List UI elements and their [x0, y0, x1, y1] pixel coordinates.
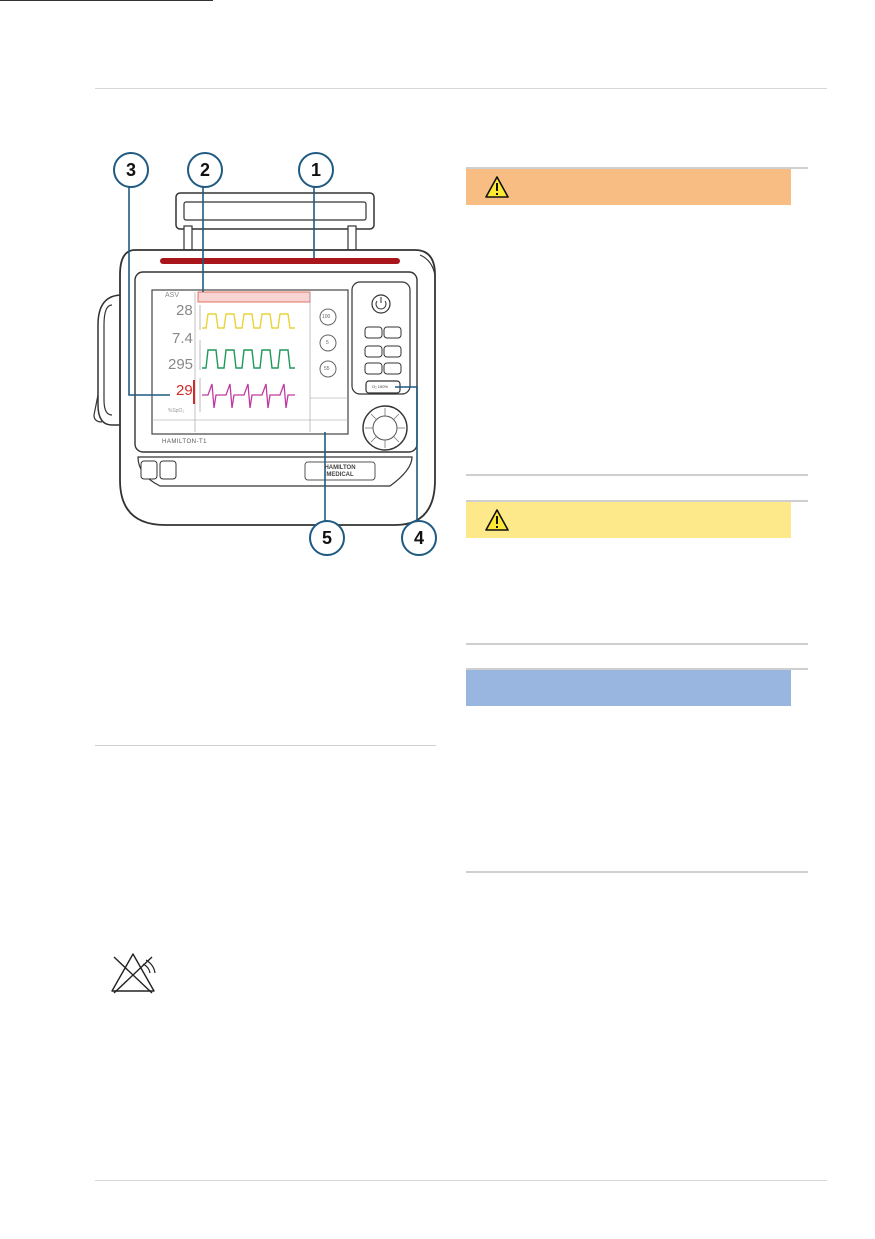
- spo2-label: %SpO₂: [168, 408, 185, 414]
- alarm-silence-icon: [111, 953, 156, 994]
- screen-value-1: 28: [176, 302, 193, 319]
- callout-3: 3: [113, 152, 149, 188]
- screen-value-4-alarm: 29: [176, 382, 193, 399]
- warning-triangle-icon: [485, 509, 509, 531]
- screen-value-3: 295: [168, 356, 194, 373]
- footnote-rule: [0, 0, 213, 1]
- section-divider: [95, 745, 436, 746]
- footer-rule: [95, 1180, 827, 1181]
- manufacturer-logo: HAMILTON MEDICAL: [324, 465, 356, 478]
- note-box: [466, 668, 808, 873]
- ventilation-mode-label: ASV: [165, 292, 180, 299]
- warning-banner: [466, 169, 791, 205]
- screen-value-2: 7.4: [172, 330, 193, 347]
- callout-5: 5: [309, 520, 345, 556]
- dial-value-1: 100: [322, 314, 331, 320]
- alarm-lamp: [160, 258, 400, 264]
- note-banner: [466, 670, 791, 706]
- callout-2: 2: [187, 152, 223, 188]
- o2-enrichment-button-label: O₂ 100%: [372, 384, 389, 389]
- dial-value-2: 5: [326, 340, 329, 346]
- caution-box: [466, 500, 808, 645]
- ventilator-illustration: [93, 185, 436, 526]
- dial-value-3: 55: [324, 366, 330, 372]
- warning-triangle-icon: [485, 176, 509, 198]
- warning-box: [466, 167, 808, 476]
- ventilator-figure: ASV 28 7.4 295 29 %SpO₂ 100 5 55 O₂ 100%…: [90, 150, 450, 560]
- header-rule: [95, 88, 827, 89]
- caution-banner: [466, 502, 791, 538]
- device-brand-label: HAMILTON-T1: [162, 439, 207, 445]
- callout-1: 1: [298, 152, 334, 188]
- callout-4: 4: [401, 520, 437, 556]
